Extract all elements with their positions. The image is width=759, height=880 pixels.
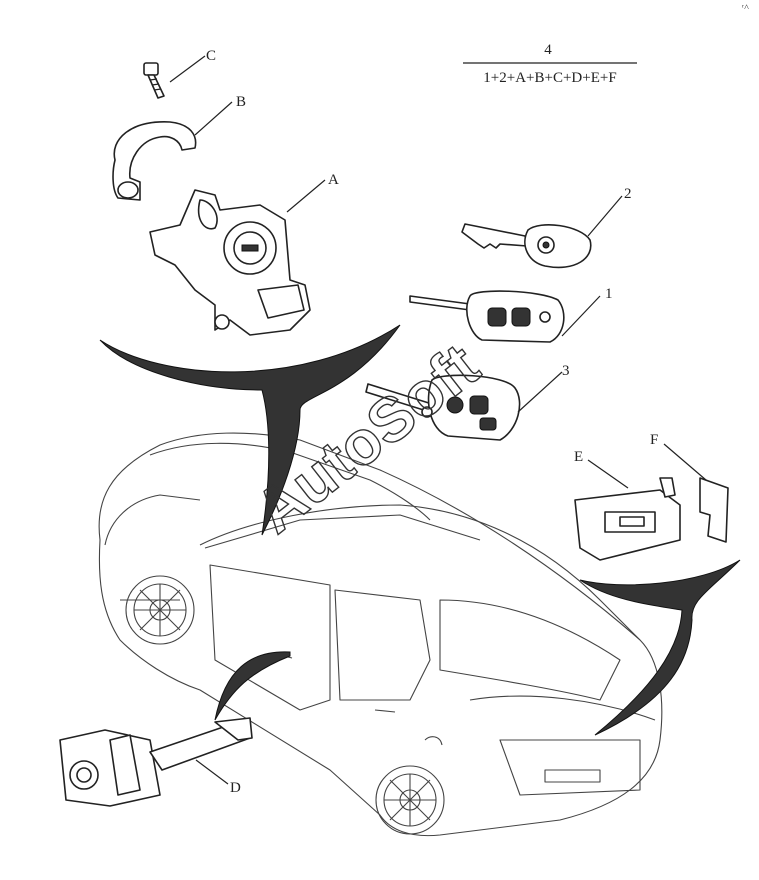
leader-lines: [169, 55, 707, 785]
corner-mark: ʳ˄: [742, 2, 749, 12]
formula-expression: 1+2+A+B+C+D+E+F: [483, 70, 616, 86]
callout-d: D: [230, 780, 241, 796]
key-1-flip: [409, 290, 565, 343]
callout-c: C: [206, 48, 216, 64]
callout-a: A: [328, 172, 339, 188]
callout-3: 3: [562, 363, 570, 379]
pointer-arrow-door-lock: [214, 651, 291, 721]
key-2-plain: [461, 223, 592, 269]
trunk-lock-e: [574, 477, 681, 561]
ignition-assembly: [112, 62, 311, 336]
key-3-flip: [365, 374, 521, 441]
door-lock-d: [59, 717, 253, 807]
bolt-c: [143, 62, 165, 99]
callout-f: F: [650, 432, 658, 448]
formula-number: 4: [544, 42, 552, 58]
callout-1: 1: [605, 286, 613, 302]
callout-2: 2: [624, 186, 632, 202]
pointer-arrow-ignition: [99, 324, 401, 536]
pointer-arrows: [99, 324, 741, 736]
pointer-arrow-trunk-lock: [579, 559, 741, 736]
ignition-lock-a: [149, 189, 311, 336]
bracket-b: [112, 121, 197, 201]
callout-e: E: [574, 449, 583, 465]
retainer-clip-f: [699, 477, 729, 543]
callout-b: B: [236, 94, 246, 110]
vehicle-outline: [98, 432, 663, 837]
